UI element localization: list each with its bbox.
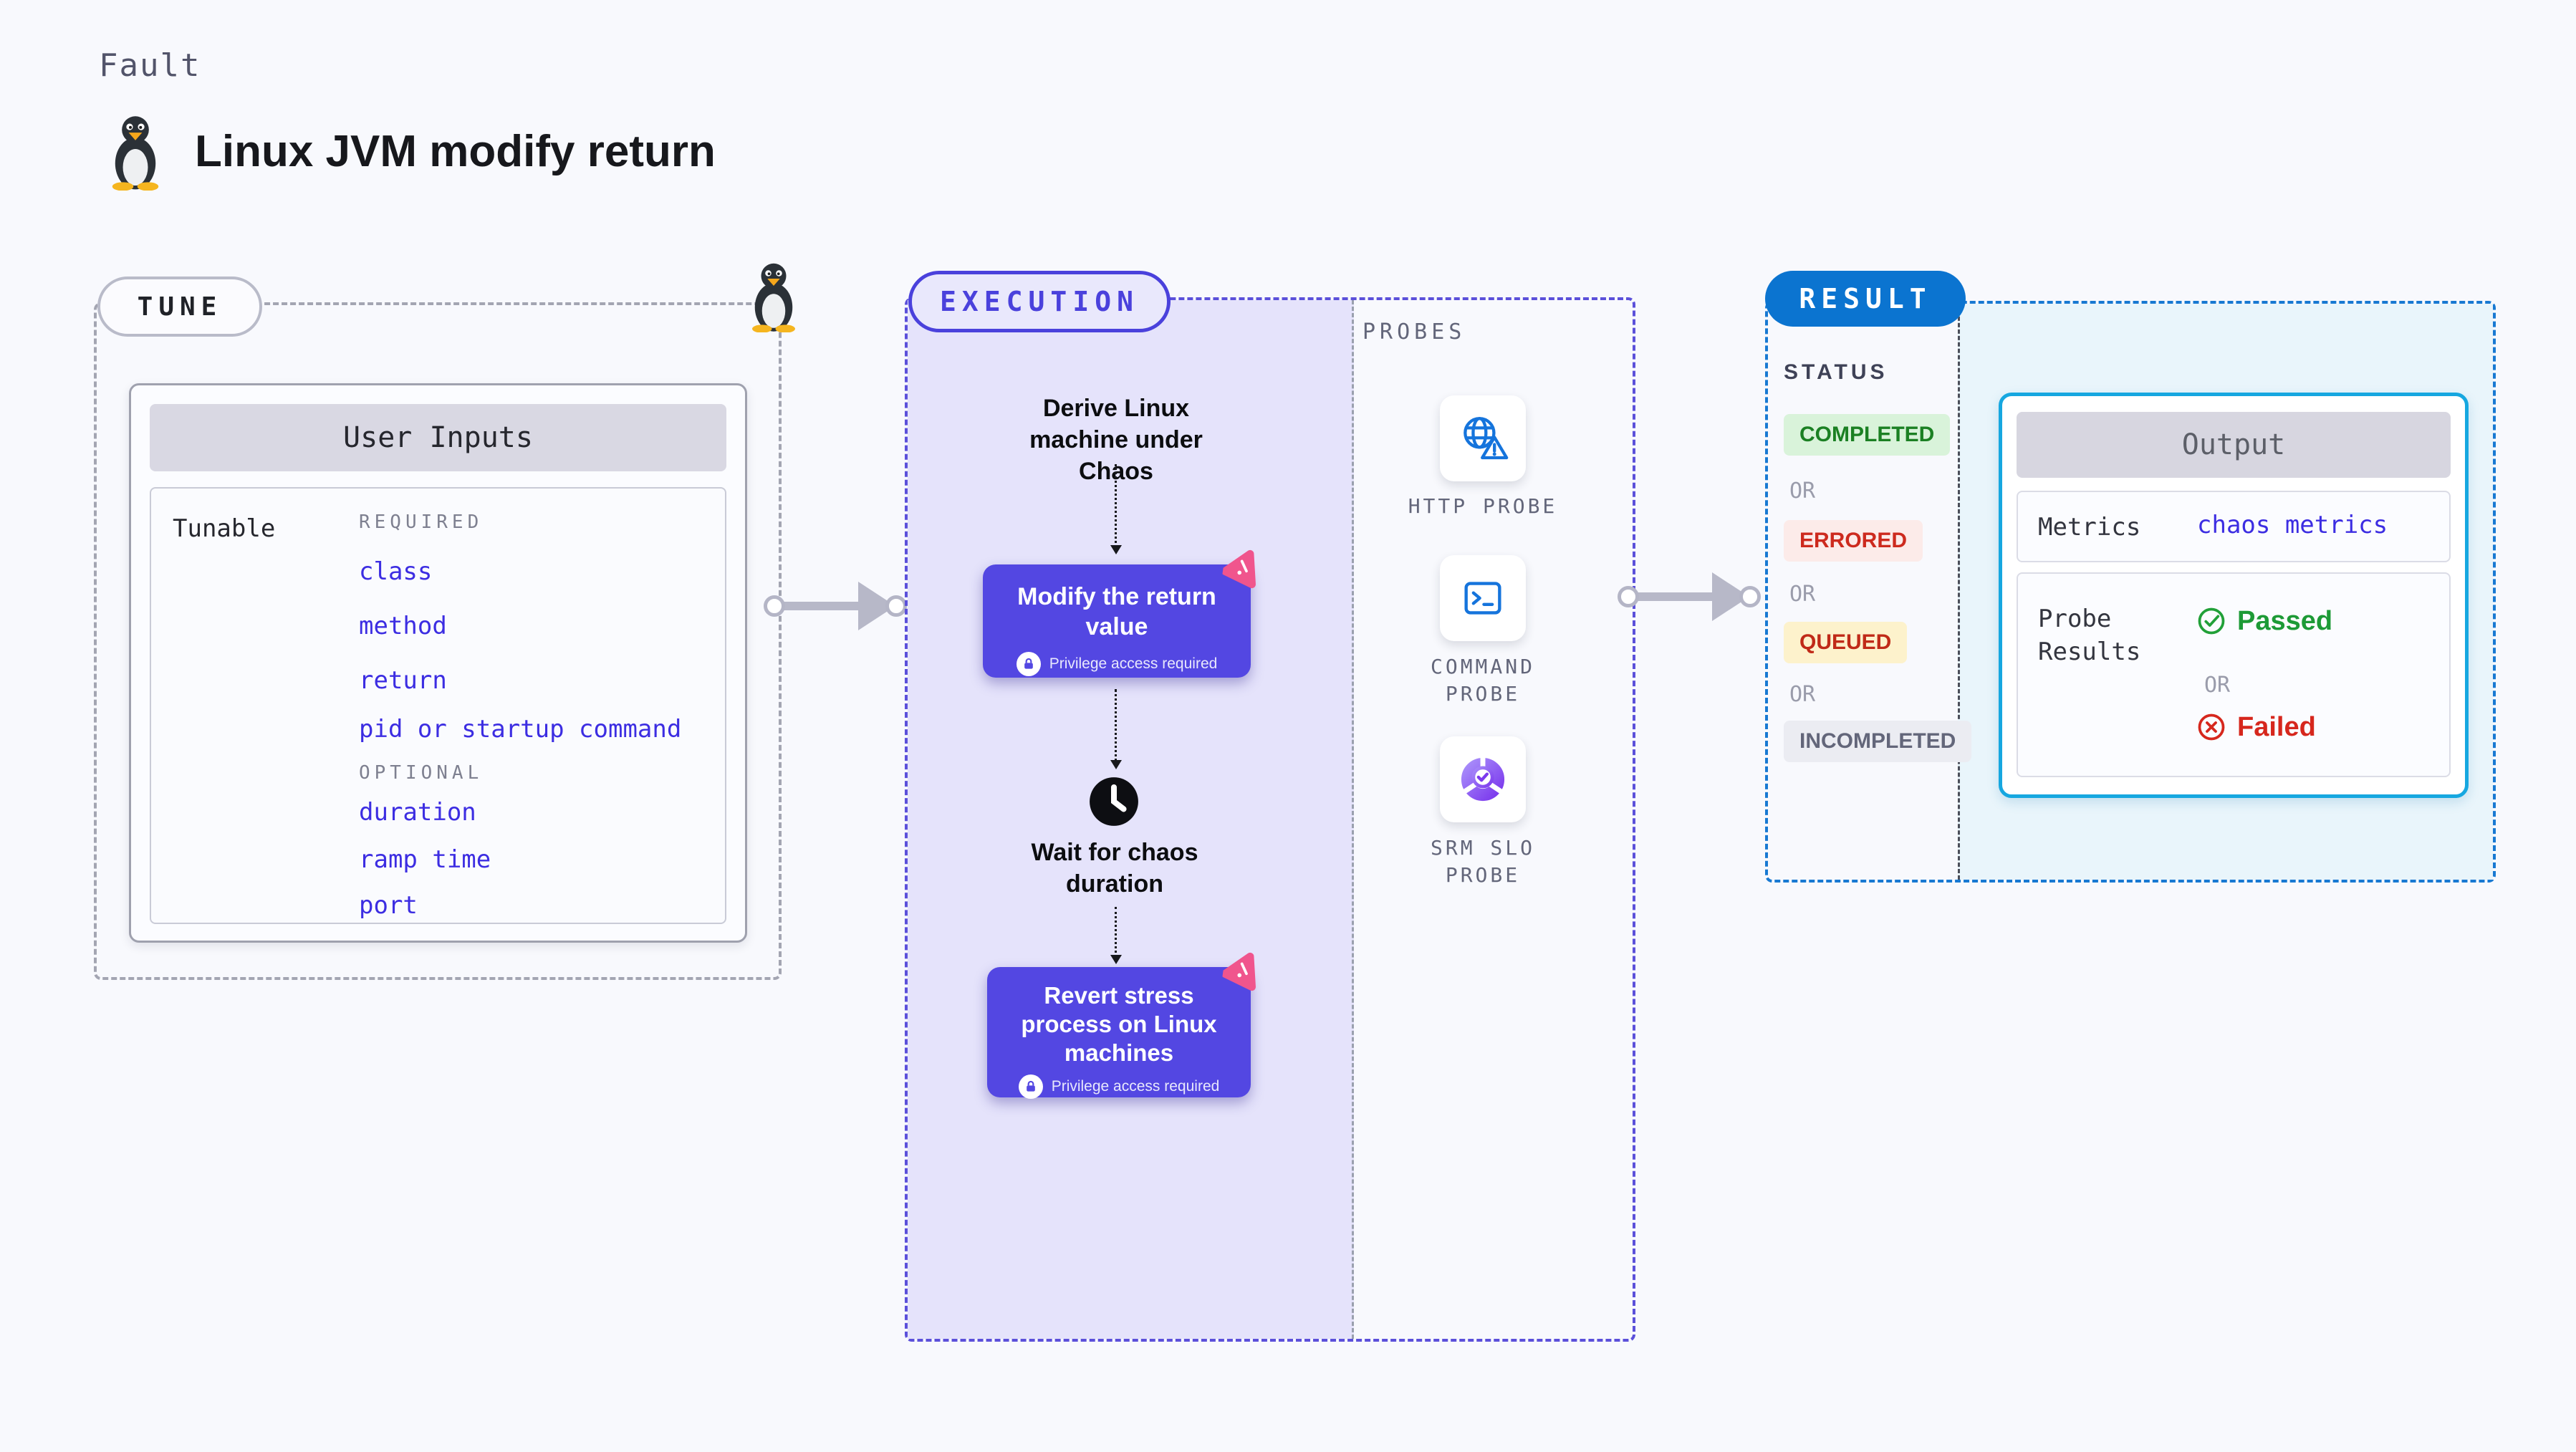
user-inputs-title: User Inputs: [150, 404, 726, 471]
privilege-note: Privilege access required: [1049, 655, 1218, 672]
connector-wait-to-revert: [1110, 907, 1122, 964]
privilege-note: Privilege access required: [1051, 1078, 1220, 1095]
http-probe-label: HTTP PROBE: [1408, 494, 1558, 518]
result-badge: RESULT: [1765, 271, 1966, 327]
probe-results-row: Probe Results Passed OR Failed: [2017, 572, 2451, 777]
tunable-item-pid[interactable]: pid or startup command: [359, 715, 682, 744]
tunable-item-duration[interactable]: duration: [359, 798, 476, 827]
status-badge-errored: ERRORED: [1784, 520, 1923, 562]
http-probe-card[interactable]: [1440, 395, 1526, 481]
lock-icon: [1016, 652, 1041, 676]
tunable-item-ramp-time[interactable]: ramp time: [359, 845, 491, 874]
status-label: STATUS: [1784, 360, 1888, 384]
check-circle-icon: [2198, 607, 2225, 635]
tux-penguin-icon: [112, 116, 159, 191]
globe-warning-icon: [1464, 417, 1509, 460]
chaos-pink-icon: [1221, 549, 1256, 589]
execution-panel: [908, 300, 1354, 1339]
privilege-row: Privilege access required: [983, 652, 1251, 676]
chaos-pink-icon: [1221, 952, 1256, 991]
chaos-metrics-link[interactable]: chaos metrics: [2197, 511, 2388, 539]
command-probe-card[interactable]: [1440, 555, 1526, 641]
modify-return-card[interactable]: Modify the return value Privilege access…: [983, 549, 1256, 678]
tune-section: [94, 302, 782, 980]
arrow-tune-to-execution: [764, 580, 907, 632]
metrics-row: Metrics chaos metrics: [2017, 491, 2451, 562]
probes-label: PROBES: [1363, 319, 1466, 345]
wait-step-label: Wait for chaos duration: [1031, 839, 1198, 898]
metrics-label: Metrics: [2038, 513, 2141, 542]
arrow-probes-to-result: [1618, 571, 1761, 622]
or-separator: OR: [1789, 582, 1816, 607]
or-separator: OR: [1789, 682, 1816, 707]
tunable-item-return[interactable]: return: [359, 666, 447, 695]
srm-slo-probe-card[interactable]: [1440, 736, 1526, 822]
tunable-item-method[interactable]: method: [359, 612, 447, 640]
tunable-panel: Tunable REQUIRED class method return pid…: [150, 487, 726, 924]
status-badge-queued: QUEUED: [1784, 622, 1908, 663]
failed-row: Failed: [2196, 711, 2316, 743]
terminal-icon: [1464, 582, 1501, 615]
tunable-item-class[interactable]: class: [359, 557, 433, 586]
execution-badge: EXECUTION: [908, 271, 1171, 332]
revert-stress-card[interactable]: Revert stress process on Linux machines …: [987, 952, 1256, 1099]
modify-return-title: Modify the return value: [1017, 583, 1216, 640]
status-badge-incompleted: INCOMPLETED: [1784, 721, 1972, 762]
output-card: Output Metrics chaos metrics Probe Resul…: [1999, 393, 2469, 798]
clock-icon: [1090, 777, 1138, 826]
tunable-item-port[interactable]: port: [359, 891, 418, 920]
probe-results-label: Probe Results: [2038, 605, 2141, 666]
required-label: REQUIRED: [359, 511, 484, 533]
connector-modify-to-wait: [1110, 689, 1122, 769]
user-inputs-card: User Inputs Tunable REQUIRED class metho…: [129, 383, 747, 943]
passed-label: Passed: [2237, 605, 2333, 636]
failed-label: Failed: [2237, 711, 2316, 742]
fault-kicker: Fault: [99, 47, 201, 84]
output-title: Output: [2017, 412, 2451, 478]
tune-badge: TUNE: [97, 277, 262, 337]
command-probe-label: COMMAND PROBE: [1430, 655, 1535, 706]
privilege-row: Privilege access required: [987, 1074, 1251, 1099]
tux-corner-icon: [752, 263, 795, 332]
lock-icon: [1018, 1074, 1043, 1099]
status-badge-completed: COMPLETED: [1784, 414, 1951, 456]
execution-section: [905, 297, 1635, 1342]
revert-stress-title: Revert stress process on Linux machines: [1021, 982, 1217, 1066]
slo-donut-icon: [1461, 756, 1505, 802]
passed-row: Passed: [2196, 605, 2332, 637]
x-circle-icon: [2198, 713, 2225, 741]
connector-derive-to-modify: [1110, 464, 1122, 554]
or-separator: OR: [2204, 673, 2231, 698]
tunable-label: Tunable: [173, 514, 276, 543]
srm-slo-probe-label: SRM SLO PROBE: [1430, 836, 1535, 887]
or-separator: OR: [1789, 479, 1816, 504]
page-title: Linux JVM modify return: [195, 127, 716, 176]
optional-label: OPTIONAL: [359, 762, 484, 784]
